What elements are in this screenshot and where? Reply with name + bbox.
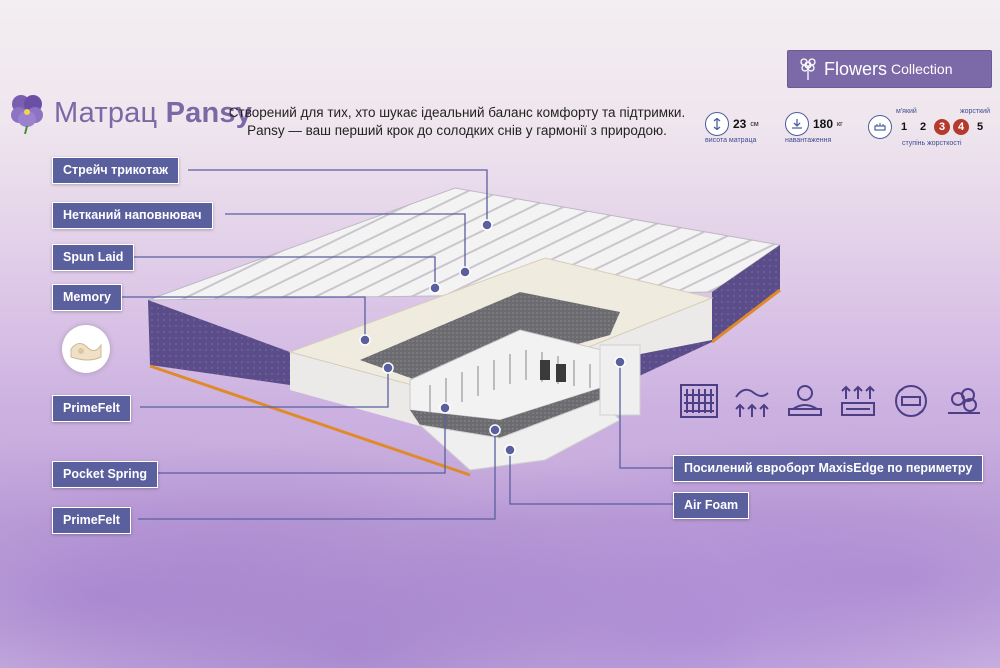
hardness-level-4: 4 xyxy=(953,119,969,135)
height-caption: висота матраца xyxy=(705,137,757,144)
pansy-flower-icon xyxy=(11,95,43,134)
load-caption: навантаження xyxy=(785,137,832,144)
load-value: 180 xyxy=(813,117,834,131)
product-title: Матрац Pansy xyxy=(8,92,252,134)
layer-label-primefelt-bottom: PrimeFelt xyxy=(52,507,131,534)
soft-label: м'який xyxy=(896,108,917,115)
description-line-2: Pansy — ваш перший крок до солодких снів… xyxy=(247,123,667,138)
layer-label-maxisedge: Посилений єврoборт MaxisEdge по периметр… xyxy=(673,455,984,482)
springs-icon xyxy=(678,380,720,422)
anti-mite-icon xyxy=(996,380,1000,422)
hard-label: жорсткий xyxy=(959,108,990,115)
two-sided-icon xyxy=(890,380,932,422)
layer-label-primefelt-top: PrimeFelt xyxy=(52,395,131,422)
orthopedic-icon xyxy=(731,380,773,422)
title-prefix: Матрац xyxy=(54,96,158,129)
spec-load: 180 кг навантаження xyxy=(785,112,843,144)
memory-icon xyxy=(784,380,826,422)
breathable-icon xyxy=(837,380,879,422)
memory-foam-icon xyxy=(70,343,102,361)
layer-label-nonwoven-filler: Нетканий наповнювач xyxy=(52,202,213,229)
hardness-caption: ступінь жорсткості xyxy=(902,140,962,147)
hardness-level-5: 5 xyxy=(976,121,984,133)
load-icon xyxy=(785,112,809,136)
hardness-level-1: 1 xyxy=(900,121,908,133)
height-value: 23 xyxy=(733,117,747,131)
hardness-level-2: 2 xyxy=(919,121,927,133)
layer-label-memory: Memory xyxy=(52,284,122,311)
cotton-icon xyxy=(943,380,985,422)
layer-label-stretch-knit: Стрейч трикотаж xyxy=(52,157,179,184)
collection-badge: Flowers Collection xyxy=(787,50,992,88)
hardness-icon xyxy=(868,115,892,139)
layer-label-pocket-spring: Pocket Spring xyxy=(52,461,159,488)
description-line-1: Створений для тих, хто шукає ідеальний б… xyxy=(228,105,686,120)
flower-outline-icon xyxy=(800,58,816,80)
title-name: Pansy xyxy=(165,96,253,129)
hardness-level-3: 3 xyxy=(934,119,950,135)
collection-name: Flowers xyxy=(824,58,888,79)
collection-suffix: Collection xyxy=(891,61,953,77)
product-description: Створений для тих, хто шукає ідеальний б… xyxy=(222,104,692,140)
layer-label-air-foam: Air Foam xyxy=(673,492,750,519)
memory-foam-thumbnail xyxy=(62,325,110,373)
spec-height: 23 см висота матраца xyxy=(705,112,759,144)
height-unit: см xyxy=(750,120,759,128)
feature-icons-row xyxy=(678,380,1000,422)
height-icon xyxy=(705,112,729,136)
layer-label-spun-laid: Spun Laid xyxy=(52,244,135,271)
load-unit: кг xyxy=(837,120,843,128)
